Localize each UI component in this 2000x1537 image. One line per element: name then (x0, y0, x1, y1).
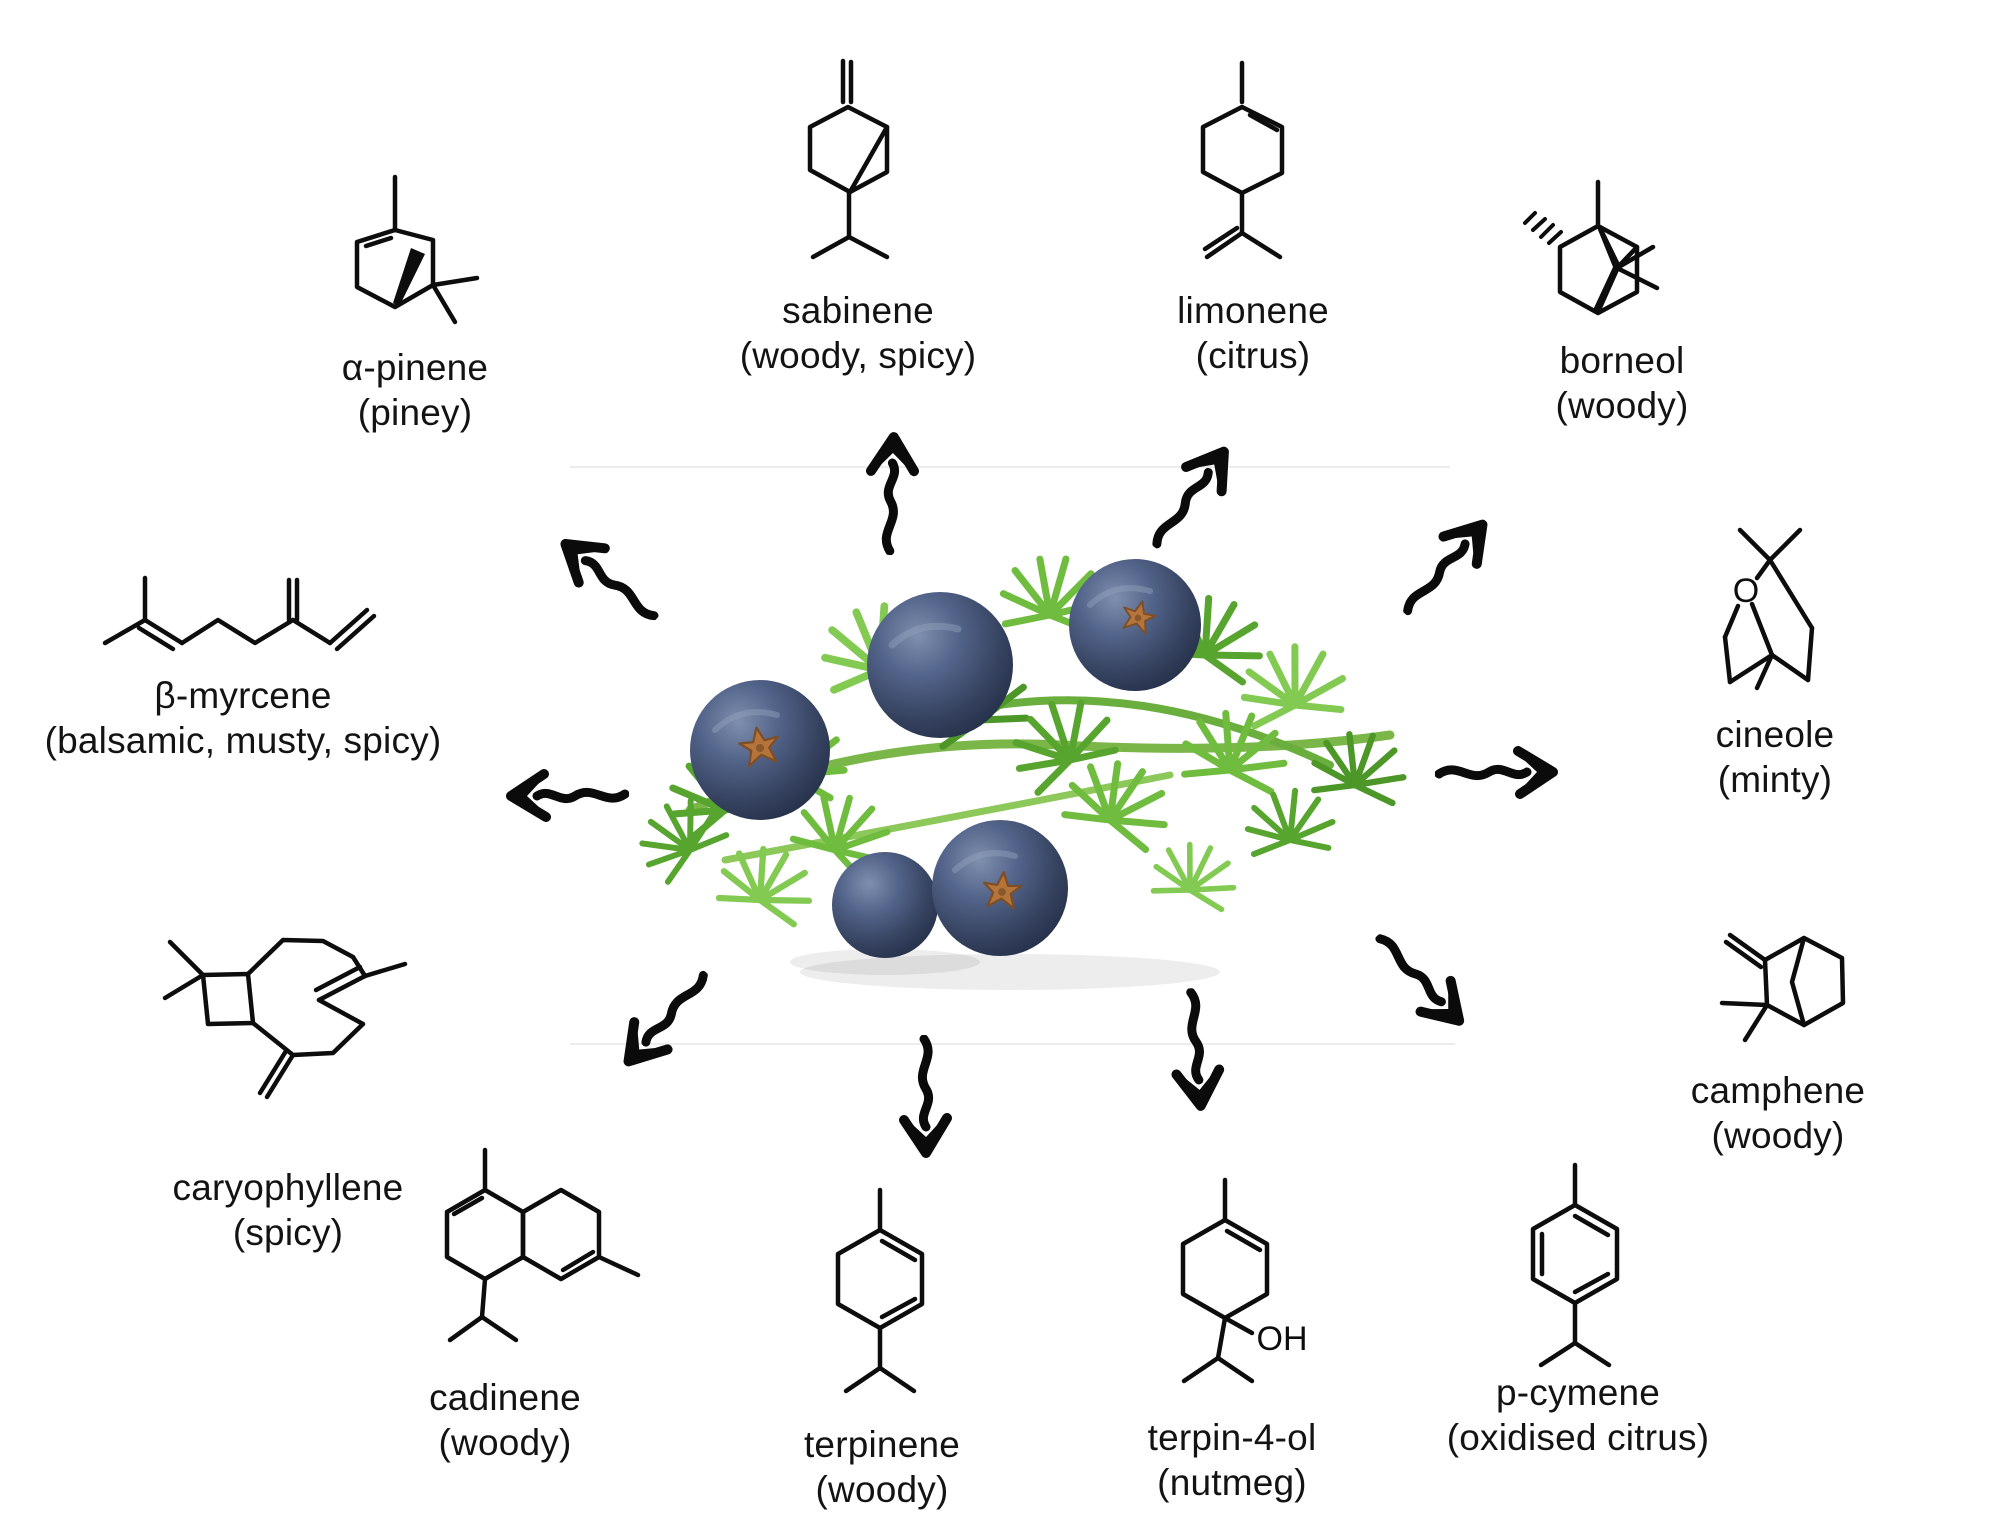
photo-shadow (800, 954, 1220, 990)
camphene-label: camphene (woody) (1558, 1068, 1998, 1158)
compound-descriptor: (citrus) (1195, 335, 1311, 376)
compound-descriptor: (minty) (1717, 759, 1833, 800)
cadinene-structure (444, 1147, 641, 1343)
compound-descriptor: (woody, spicy) (739, 335, 977, 376)
camphene-structure (1719, 932, 1846, 1043)
alpha-pinene-structure (354, 174, 480, 325)
compound-name: cadinene (429, 1377, 581, 1418)
compound-name: α-pinene (341, 347, 489, 388)
compound-descriptor: (piney) (357, 392, 473, 433)
arrow-to-beta-myrcene (499, 761, 629, 831)
compound-name: caryophyllene (172, 1167, 404, 1208)
compound-name: cineole (1715, 714, 1835, 755)
compound-name: terpinene (803, 1424, 961, 1465)
beta-myrcene-label: β-myrcene (balsamic, musty, spicy) (23, 673, 463, 763)
cineole-oxygen-label: O (1733, 572, 1759, 610)
compound-name: borneol (1559, 340, 1685, 381)
compound-descriptor: (balsamic, musty, spicy) (44, 720, 442, 761)
compound-descriptor: (woody) (815, 1469, 949, 1510)
borneol-label: borneol (woody) (1402, 338, 1842, 428)
compound-descriptor: (oxidised citrus) (1446, 1417, 1710, 1458)
cadinene-label: cadinene (woody) (285, 1375, 725, 1465)
compound-descriptor: (woody) (1711, 1115, 1845, 1156)
arrow-to-sabinene (853, 423, 930, 556)
cineole-label: cineole (minty) (1555, 712, 1995, 802)
terpinene-label: terpinene (woody) (662, 1422, 1102, 1512)
limonene-structure (1200, 60, 1285, 260)
sabinene-structure (807, 58, 890, 260)
beta-myrcene-structure (102, 575, 377, 652)
compound-name: sabinene (782, 290, 934, 331)
alpha-pinene-label: α-pinene (piney) (195, 345, 635, 435)
compound-name: terpin-4-ol (1147, 1417, 1317, 1458)
borneol-structure (1523, 179, 1660, 316)
juniper-berries-photo (630, 520, 1420, 990)
terpin-4-ol-label: terpin-4-ol (nutmeg) (1012, 1415, 1452, 1505)
p-cymene-label: p-cymene (oxidised citrus) (1358, 1370, 1798, 1460)
compound-descriptor: (spicy) (232, 1212, 344, 1253)
sabinene-label: sabinene (woody, spicy) (638, 288, 1078, 378)
arrow-to-terpin-4-ol (1158, 986, 1237, 1121)
compound-name: limonene (1177, 290, 1329, 331)
compound-descriptor: (woody) (438, 1422, 572, 1463)
compound-name: p-cymene (1495, 1372, 1661, 1413)
arrow-to-cineole (1435, 737, 1565, 807)
terpin-4-ol-hydroxyl-label: OH (1257, 1320, 1308, 1358)
compound-name: β-myrcene (154, 675, 332, 716)
faint-divider-top (570, 466, 1450, 468)
limonene-label: limonene (citrus) (1033, 288, 1473, 378)
p-cymene-structure (1530, 1162, 1620, 1368)
caryophyllene-label: caryophyllene (spicy) (68, 1165, 508, 1255)
caryophyllene-structure (162, 937, 408, 1100)
terpin-4-ol-structure: OH (1180, 1177, 1308, 1384)
arrow-to-terpinene (891, 1035, 961, 1165)
compound-descriptor: (nutmeg) (1157, 1462, 1307, 1503)
terpinene-structure (835, 1187, 925, 1394)
compound-descriptor: (woody) (1555, 385, 1689, 426)
compound-name: camphene (1690, 1070, 1866, 1111)
cineole-structure: O (1722, 527, 1815, 691)
faint-divider-bottom (570, 1043, 1455, 1045)
